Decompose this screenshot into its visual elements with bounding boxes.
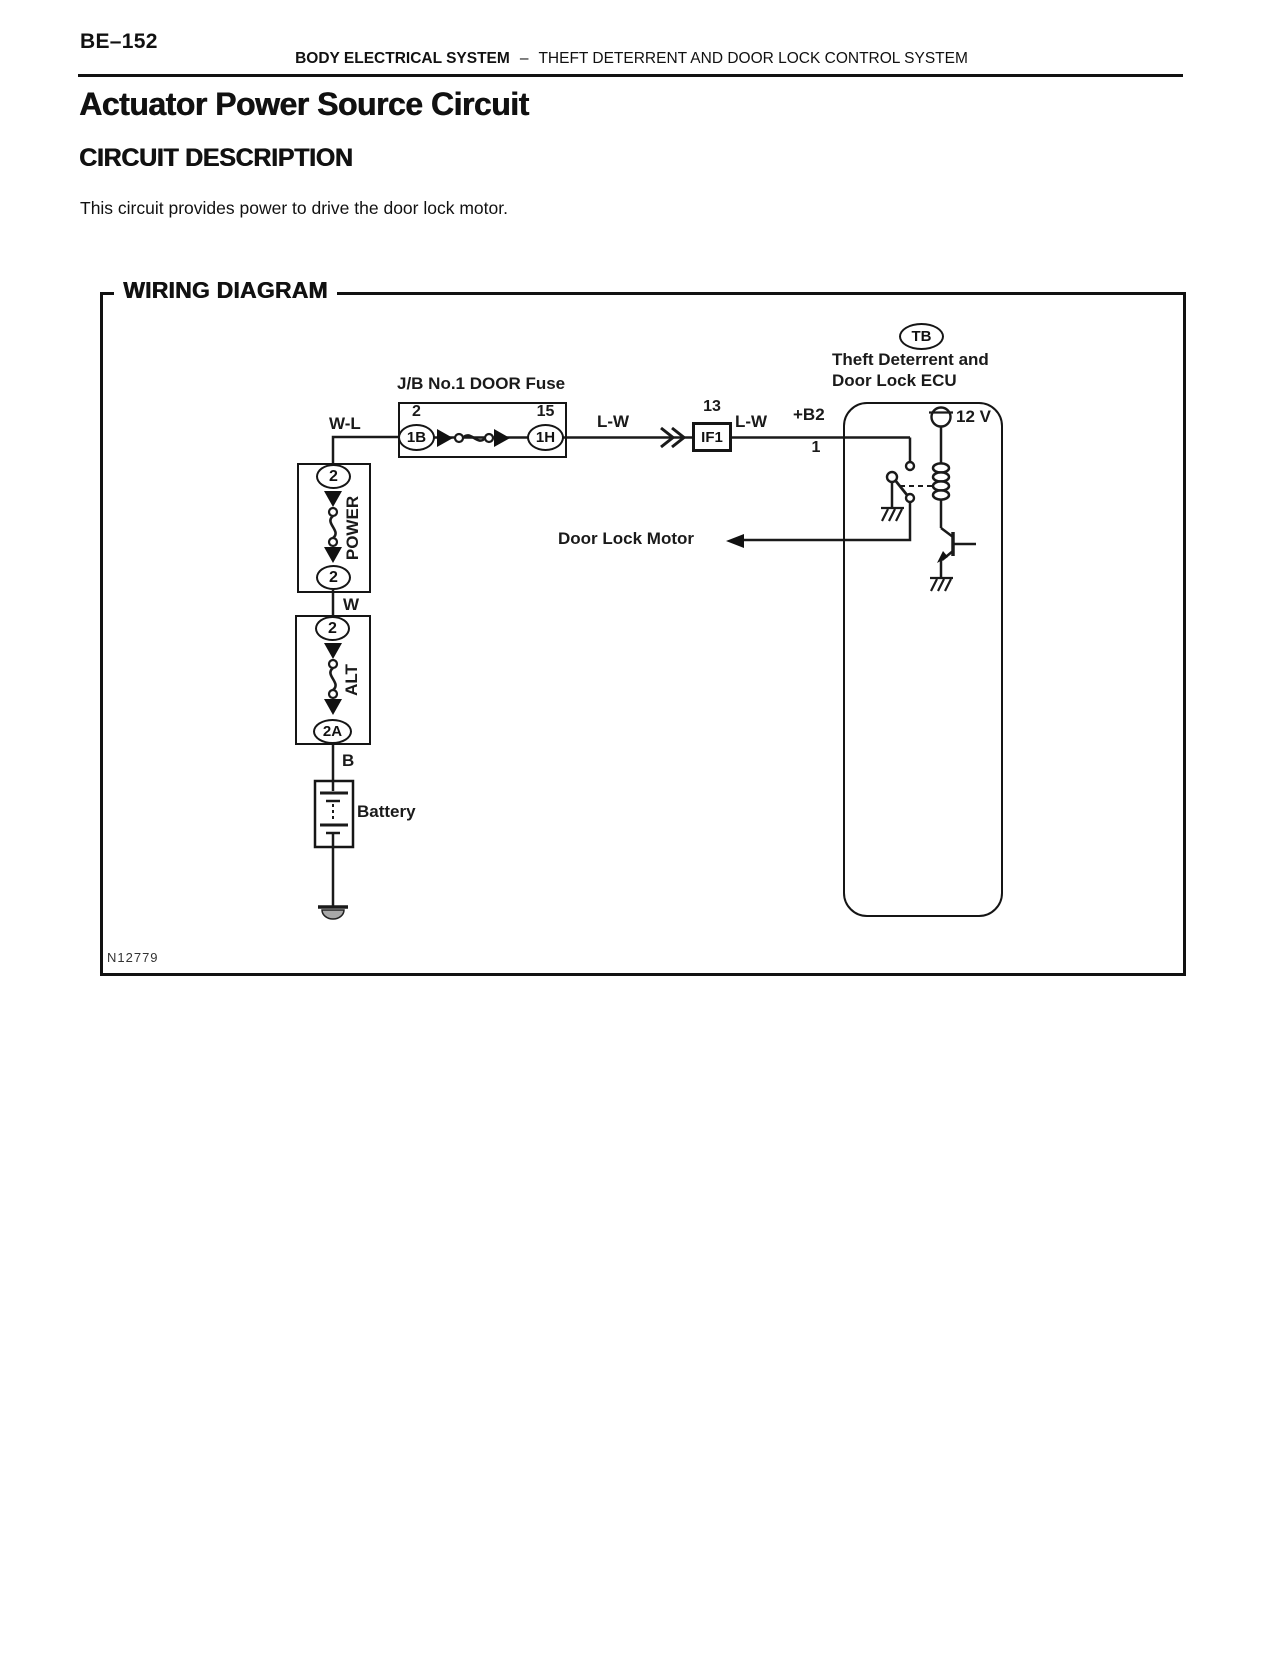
ecu-name-line2: Door Lock ECU xyxy=(832,371,957,390)
page-number: BE–152 xyxy=(80,30,158,53)
alt-fusible-link-icon xyxy=(324,643,342,715)
ecu-name-line1: Theft Deterrent and xyxy=(832,350,989,369)
if1-connector: IF1 xyxy=(692,422,732,452)
body-ground-icon xyxy=(318,905,348,920)
transistor-symbol xyxy=(937,527,976,578)
wire-label-w: W xyxy=(343,595,360,614)
alt-top-pin-oval: 2 xyxy=(315,616,350,641)
door-lock-motor-label: Door Lock Motor xyxy=(558,529,694,548)
description-text: This circuit provides power to drive the… xyxy=(80,198,508,218)
arrow-left-icon xyxy=(726,534,744,548)
figure-code: N12779 xyxy=(107,950,159,965)
transistor-ground-icon xyxy=(930,576,953,592)
header-section-bold: BODY ELECTRICAL SYSTEM xyxy=(295,50,510,67)
connector-oval-1b: 1B xyxy=(398,424,435,451)
wiring-diagram-box xyxy=(100,292,1186,976)
alt-bottom-pin-oval: 2A xyxy=(313,719,352,744)
fuse-right-pin: 15 xyxy=(536,403,555,420)
wiring-diagram-title: WIRING DIAGRAM xyxy=(114,277,337,304)
section-heading: CIRCUIT DESCRIPTION xyxy=(79,144,353,172)
alt-link-label: ALT xyxy=(342,664,361,696)
wire-label-b: B xyxy=(342,751,355,770)
voltage-probe-icon xyxy=(929,406,953,465)
wire-label-l-w-left: L-W xyxy=(597,412,630,431)
ecu-voltage-label: 12 V xyxy=(956,407,991,426)
connector-oval-1h: 1H xyxy=(527,424,564,451)
wire-label-w-l: W-L xyxy=(329,414,361,433)
relay-coil-icon xyxy=(931,462,951,528)
power-fusible-link-icon xyxy=(324,491,342,563)
ecu-terminal-pin: 1 xyxy=(811,439,821,456)
battery-label: Battery xyxy=(357,802,416,821)
header-section-rest: THEFT DETERRENT AND DOOR LOCK CONTROL SY… xyxy=(538,50,968,67)
power-bottom-pin-oval: 2 xyxy=(316,565,351,590)
wire-label-l-w-right: L-W xyxy=(735,412,768,431)
page-title: Actuator Power Source Circuit xyxy=(79,86,529,122)
fuse-box xyxy=(398,402,567,458)
relay-symbol xyxy=(885,460,932,508)
power-link-label: POWER xyxy=(343,495,362,561)
fuse-left-pin: 2 xyxy=(412,403,421,420)
ecu-box xyxy=(843,402,1003,917)
relay-ground-icon xyxy=(881,506,904,522)
wire-door-lock-motor xyxy=(744,502,912,542)
ecu-connector-code: TB xyxy=(899,323,944,350)
battery-symbol xyxy=(313,779,355,907)
power-top-pin-oval: 2 xyxy=(316,464,351,489)
header-rule xyxy=(78,74,1183,77)
wire-w-l xyxy=(331,435,398,464)
header-separator: – xyxy=(519,50,529,67)
ecu-terminal-name: +B2 xyxy=(793,405,825,424)
if1-pin: 13 xyxy=(703,398,721,415)
fuse-box-label: J/B No.1 DOOR Fuse xyxy=(397,374,566,393)
fuse-icon xyxy=(437,429,510,447)
inline-connector-chevrons-icon xyxy=(660,426,687,449)
header-breadcrumb: BODY ELECTRICAL SYSTEM–THEFT DETERRENT A… xyxy=(80,50,1183,68)
